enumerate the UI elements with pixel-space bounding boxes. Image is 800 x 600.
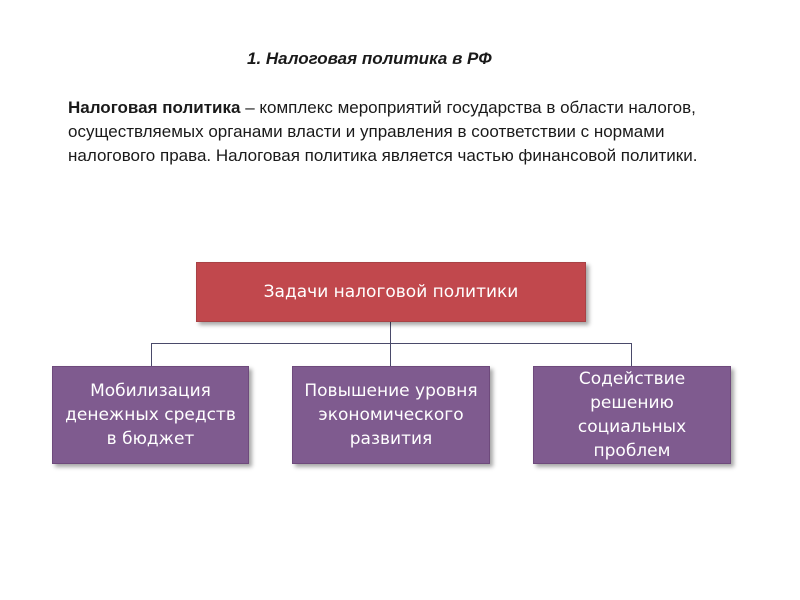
diagram-child-box: Мобилизация денежных средств в бюджет <box>52 366 249 464</box>
connector-child-3 <box>631 343 632 366</box>
diagram-root-box: Задачи налоговой политики <box>196 262 586 322</box>
definition-paragraph: Налоговая политика – комплекс мероприяти… <box>68 96 728 168</box>
connector-root-down <box>390 322 391 343</box>
definition-term: Налоговая политика <box>68 98 241 117</box>
definition-text: – комплекс мероприятий государства в обл… <box>68 98 698 165</box>
connector-horizontal <box>151 343 632 344</box>
diagram-child-box: Повышение уровня экономического развития <box>292 366 490 464</box>
diagram-child-label: Мобилизация денежных средств в бюджет <box>65 381 236 449</box>
diagram-child-label: Повышение уровня экономического развития <box>304 381 478 449</box>
diagram-root-label: Задачи налоговой политики <box>263 282 519 302</box>
connector-child-2 <box>390 343 391 366</box>
connector-child-1 <box>151 343 152 366</box>
diagram-child-label: Содействие решению социальных проблем <box>577 369 687 461</box>
diagram-child-box: Содействие решению социальных проблем <box>533 366 731 464</box>
section-heading: 1. Налоговая политика в РФ <box>247 49 492 68</box>
